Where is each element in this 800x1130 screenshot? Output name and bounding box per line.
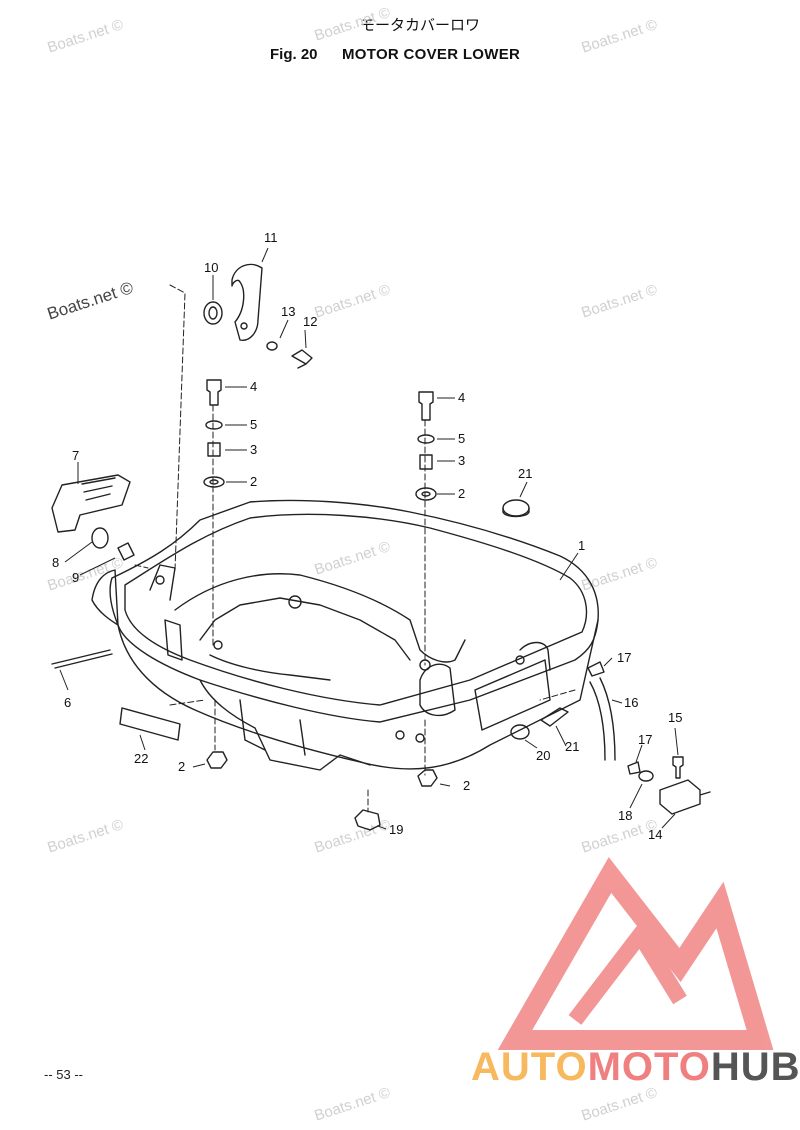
washer-part (638, 770, 654, 782)
callout-8: 8 (52, 555, 59, 570)
screw-part (672, 756, 684, 779)
callout-22: 22 (134, 751, 148, 766)
callout-6: 6 (64, 695, 71, 710)
callout-14: 14 (648, 827, 662, 842)
callout-3: 3 (458, 453, 465, 468)
clip-part (587, 661, 605, 677)
callout-16: 16 (624, 695, 638, 710)
hook-bracket-part (231, 263, 263, 341)
japanese-title: モータカバーロワ (359, 16, 480, 34)
bushing-part (91, 527, 109, 549)
plug-part (510, 724, 530, 740)
bolt-part (206, 379, 222, 406)
callout-2: 2 (178, 759, 185, 774)
automotohub-logo-mark (497, 857, 774, 1050)
collar-part (207, 442, 221, 457)
callout-17: 17 (638, 732, 652, 747)
callout-13: 13 (281, 304, 295, 319)
hose-part (589, 677, 616, 761)
logo-part-hub: HUB (710, 1045, 800, 1089)
small-washer-part (266, 341, 278, 351)
callout-21: 21 (565, 739, 579, 754)
grommet-part (415, 487, 437, 501)
callout-12: 12 (303, 314, 317, 329)
callout-18: 18 (618, 808, 632, 823)
callout-15: 15 (668, 710, 682, 725)
callout-20: 20 (536, 748, 550, 763)
plug-part (502, 499, 530, 517)
callout-19: 19 (389, 822, 403, 837)
decal-part (119, 707, 181, 741)
assembly-guide-lines (134, 284, 576, 813)
logo-part-moto: MOTO (587, 1045, 711, 1089)
callout-2: 2 (463, 778, 470, 793)
callout-3: 3 (250, 442, 257, 457)
handle-part (51, 474, 131, 533)
callout-2: 2 (458, 486, 465, 501)
callout-9: 9 (72, 570, 79, 585)
figure-number: Fig. 20 (270, 46, 318, 63)
washer-part (417, 434, 435, 444)
page-number: -- 53 -- (44, 1067, 83, 1082)
automotohub-logo-text: AUTOMOTOHUB (471, 1045, 800, 1090)
callout-5: 5 (458, 431, 465, 446)
leader-lines (59, 247, 679, 830)
pin-part (51, 649, 113, 669)
collar-part (419, 454, 433, 470)
callout-1: 1 (578, 538, 585, 553)
callout-4: 4 (250, 379, 257, 394)
grommet-part (540, 707, 569, 727)
collar-part (117, 542, 135, 561)
motor-cover-lower-part (91, 499, 599, 771)
clip-part (627, 761, 641, 775)
screw-part (291, 349, 313, 369)
logo-part-auto: AUTO (471, 1045, 588, 1089)
callout-5: 5 (250, 417, 257, 432)
grommet-part (354, 809, 381, 831)
callout-7: 7 (72, 448, 79, 463)
callout-21: 21 (518, 466, 532, 481)
figure-title: MOTOR COVER LOWER (342, 46, 521, 63)
grommet-part (203, 476, 225, 488)
fuel-connector-part (659, 779, 711, 815)
callout-4: 4 (458, 390, 465, 405)
washer-part (205, 420, 223, 430)
grommet-part (203, 301, 223, 325)
bolt-part (418, 391, 434, 421)
callout-2: 2 (250, 474, 257, 489)
callout-11: 11 (264, 230, 278, 245)
grommet-part (206, 751, 228, 769)
callout-17: 17 (617, 650, 631, 665)
grommet-part (417, 769, 438, 787)
callout-10: 10 (204, 260, 218, 275)
